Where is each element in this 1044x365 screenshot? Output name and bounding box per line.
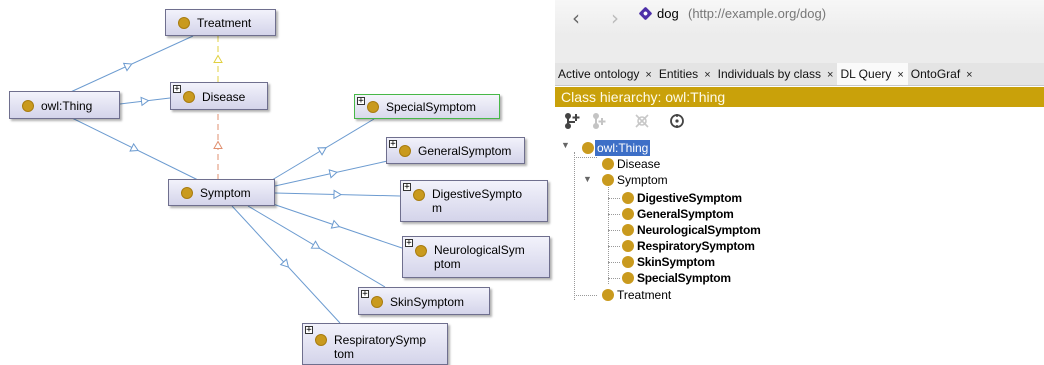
- node-label: Symptom: [200, 186, 251, 200]
- node-label: Treatment: [197, 16, 252, 30]
- tree-item-label: Treatment: [617, 288, 672, 302]
- expand-icon[interactable]: +: [403, 182, 411, 192]
- node-label: owl:Thing: [41, 99, 93, 113]
- edge-symptom-skin: [247, 205, 386, 288]
- edge-symptom-respiratory: [231, 205, 341, 324]
- class-icon: [371, 296, 383, 308]
- class-icon: [183, 91, 195, 103]
- class-icon: [622, 192, 634, 204]
- tab-close-icon[interactable]: ×: [645, 69, 652, 81]
- address-bar: ‹ › dog (http://example.org/dog): [555, 0, 1044, 35]
- edge-thing-treatment: [63, 35, 194, 96]
- tree-item-label: Symptom: [617, 173, 668, 187]
- ontograf-canvas[interactable]: Treatment owl:Thing + Disease Symptom + …: [0, 0, 555, 365]
- class-hierarchy-toolbar: [555, 108, 1044, 134]
- back-icon[interactable]: ‹: [572, 6, 580, 30]
- class-icon: [178, 17, 190, 29]
- node-neurological-symptom[interactable]: + NeurologicalSym ptom: [402, 236, 550, 278]
- tree-item-label: SkinSymptom: [637, 255, 715, 269]
- tab-close-icon[interactable]: ×: [827, 69, 834, 81]
- graph-edges: [63, 35, 403, 324]
- class-icon: [399, 145, 411, 157]
- expand-icon[interactable]: +: [173, 84, 181, 94]
- node-skin-symptom[interactable]: + SkinSymptom: [358, 287, 490, 315]
- tab-entities[interactable]: Entities×: [658, 67, 711, 81]
- node-general-symptom[interactable]: + GeneralSymptom: [386, 137, 525, 164]
- tree-item-label: NeurologicalSymptom: [637, 223, 761, 237]
- class-icon: [602, 158, 614, 170]
- tab-close-icon[interactable]: ×: [897, 69, 904, 81]
- class-icon: [413, 189, 425, 201]
- node-label: DigestiveSympto m: [432, 187, 523, 215]
- target-icon[interactable]: [668, 112, 686, 130]
- add-sibling-icon[interactable]: [591, 112, 609, 130]
- class-icon: [181, 187, 193, 199]
- expand-icon[interactable]: +: [361, 289, 369, 299]
- protege-panel: ‹ › dog (http://example.org/dog) Active …: [555, 0, 1044, 365]
- node-label: Disease: [202, 90, 246, 104]
- class-icon: [602, 174, 614, 186]
- class-icon: [22, 100, 34, 112]
- tree-item-label: owl:Thing: [595, 140, 651, 156]
- ontology-icon: [638, 6, 653, 21]
- edge-disease-treatment: [213, 36, 223, 82]
- class-icon: [622, 240, 634, 252]
- class-icon: [622, 224, 634, 236]
- ontology-name: dog: [657, 6, 679, 21]
- tree-item-label: Disease: [617, 157, 661, 171]
- expand-icon[interactable]: +: [389, 139, 397, 149]
- node-digestive-symptom[interactable]: + DigestiveSympto m: [400, 180, 548, 222]
- node-special-symptom[interactable]: + SpecialSymptom: [354, 94, 500, 119]
- tab-active-ontology[interactable]: Active ontology×: [558, 67, 652, 81]
- edge-symptom-digestive: [274, 189, 401, 200]
- tab-close-icon[interactable]: ×: [966, 69, 973, 81]
- tab-individuals-by-class[interactable]: Individuals by class×: [717, 67, 834, 81]
- node-label: RespiratorySymp tom: [334, 333, 427, 361]
- node-label: SpecialSymptom: [386, 100, 477, 114]
- class-icon: [367, 101, 379, 113]
- expand-icon[interactable]: +: [357, 96, 365, 106]
- tree-item-label: DigestiveSymptom: [637, 191, 742, 205]
- tree-item-label: SpecialSymptom: [637, 271, 731, 285]
- edge-symptom-neurological: [269, 202, 403, 249]
- class-icon: [622, 272, 634, 284]
- class-icon: [622, 256, 634, 268]
- tab-close-icon[interactable]: ×: [704, 69, 711, 81]
- node-disease[interactable]: + Disease: [170, 82, 268, 110]
- tree-item-label: GeneralSymptom: [637, 207, 734, 221]
- edge-thing-disease: [119, 96, 171, 107]
- node-label: NeurologicalSym ptom: [434, 243, 525, 271]
- class-icon: [622, 208, 634, 220]
- tab-ontograf[interactable]: OntoGraf×: [910, 67, 973, 81]
- node-owl-thing[interactable]: owl:Thing: [9, 91, 120, 119]
- node-label: SkinSymptom: [390, 295, 465, 309]
- node-symptom[interactable]: Symptom: [168, 179, 275, 206]
- forward-icon[interactable]: ›: [611, 6, 619, 30]
- edge-thing-symptom: [71, 117, 199, 181]
- edge-symptom-special: [271, 118, 375, 181]
- tab-bar: Active ontology× Entities× Individuals by …: [555, 63, 1044, 86]
- ontology-iri-text: (http://example.org/dog): [688, 6, 827, 21]
- collapse-icon[interactable]: ▼: [583, 174, 592, 184]
- class-icon: [315, 334, 327, 346]
- class-icon: [415, 245, 427, 257]
- tree-item-label: RespiratorySymptom: [637, 239, 755, 253]
- class-icon: [602, 289, 614, 301]
- expand-icon[interactable]: +: [305, 325, 313, 335]
- class-icon: [582, 142, 594, 154]
- tab-dl-query[interactable]: DL Query×: [837, 63, 908, 85]
- toolbar-area: [555, 35, 1044, 63]
- edge-symptom-disease: [213, 110, 223, 180]
- expand-icon[interactable]: +: [405, 238, 413, 248]
- class-hierarchy-header: Class hierarchy: owl:Thing: [555, 87, 1044, 107]
- delete-class-icon[interactable]: [633, 112, 651, 130]
- class-hierarchy-tree: ▼ owl:Thing Disease ▼ Symptom DigestiveS…: [555, 138, 1044, 365]
- edge-symptom-general: [274, 159, 393, 187]
- add-subclass-icon[interactable]: [563, 112, 581, 130]
- collapse-icon[interactable]: ▼: [561, 140, 570, 150]
- node-treatment[interactable]: Treatment: [165, 9, 276, 36]
- node-label: GeneralSymptom: [418, 144, 512, 158]
- node-respiratory-symptom[interactable]: + RespiratorySymp tom: [302, 323, 448, 365]
